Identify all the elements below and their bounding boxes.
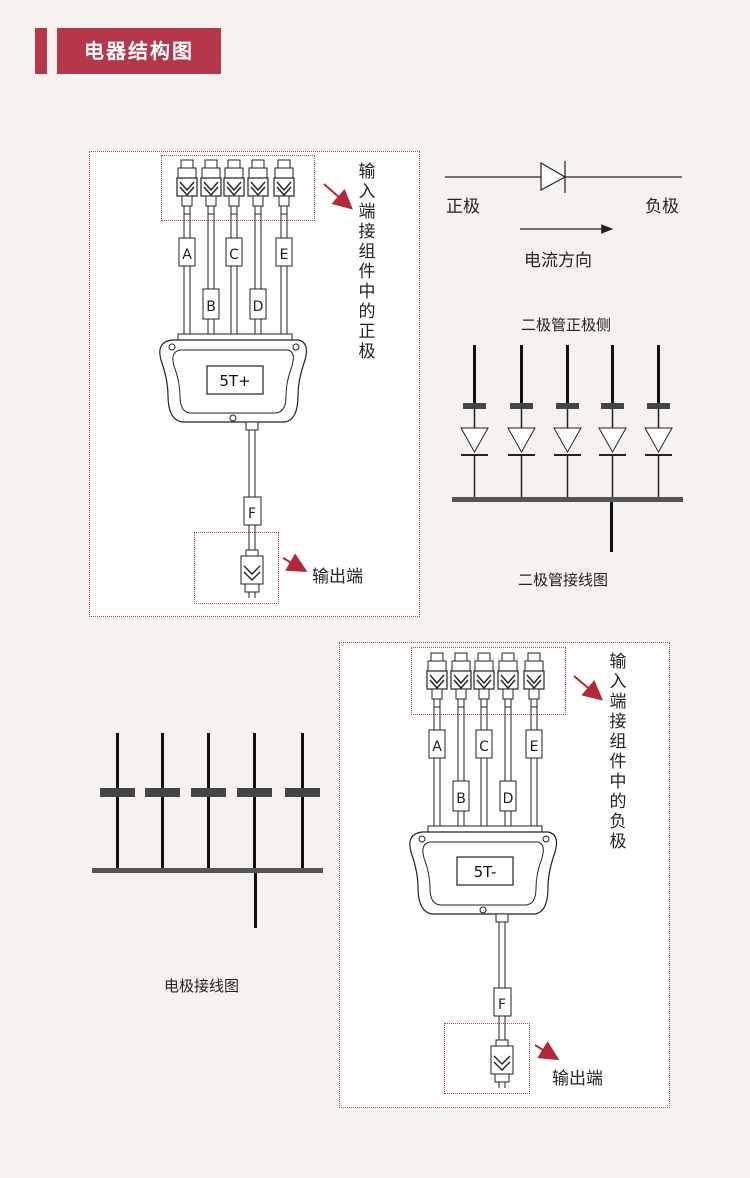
cable-label-d: D: [503, 791, 514, 807]
output-connector-frame: [194, 532, 279, 604]
cable-tag-d: [499, 780, 517, 812]
positive-box-label: 5T+: [219, 372, 250, 390]
negative-output-cable: [495, 913, 509, 1044]
negative-input-label: 输入端接组件中的负极: [609, 652, 627, 852]
positive-input-label: 输入端接组件中的正极: [358, 162, 376, 362]
output-arrow: [282, 553, 308, 572]
input-arrow: [573, 675, 604, 701]
diode-anode-side-label: 二极管正极侧: [521, 316, 612, 334]
current-direction-label: 电流方向: [524, 251, 592, 271]
negative-box-label: 5T-: [474, 863, 497, 881]
cable-label-c: C: [479, 739, 489, 755]
cable-tag-b: [452, 780, 470, 812]
output-connector-frame: [444, 1023, 530, 1094]
cable-tag-a: [428, 729, 446, 759]
cable-tag-e: [525, 729, 543, 759]
cable-label-b: B: [206, 299, 216, 315]
positive-output-cable: [245, 421, 259, 552]
cable-label-b: B: [456, 791, 466, 807]
cable-label-a: A: [182, 247, 192, 263]
cable-label-a: A: [432, 739, 442, 755]
cable-label-d: D: [253, 299, 264, 315]
diode-wiring-label: 二极管接线图: [518, 571, 609, 589]
diode-wiring-diagram: [452, 497, 683, 552]
positive-output-connector: [240, 549, 264, 598]
input-connectors-frame: [161, 155, 315, 221]
cable-tag-b: [202, 288, 220, 320]
cable-tag-c: [225, 237, 243, 267]
anode-label: 正极: [446, 197, 480, 217]
negative-junction-box: [409, 825, 558, 915]
output-arrow: [534, 1041, 560, 1061]
positive-output-label: 输出端: [312, 567, 363, 587]
cable-tag-c: [475, 729, 493, 759]
cable-label-f: F: [248, 506, 256, 522]
electrode-wiring-label: 电极接线图: [164, 977, 240, 995]
cable-label-c: C: [229, 247, 239, 263]
cable-label-e: E: [280, 247, 289, 263]
positive-input-connectors: [176, 159, 295, 215]
electrode-wiring-diagram: [92, 733, 323, 928]
cathode-label: 负极: [645, 197, 679, 217]
page-title: 电器结构图: [84, 39, 194, 63]
header-banner: [57, 28, 221, 74]
diode-branches: [460, 345, 673, 497]
header-accent-bar: [35, 28, 47, 74]
cable-tag-f: [243, 496, 262, 526]
cable-tag-d: [249, 288, 267, 320]
cable-tag-a: [178, 237, 196, 267]
negative-input-connectors: [426, 652, 545, 708]
negative-output-label: 输出端: [552, 1069, 603, 1089]
cable-tag-f: [493, 987, 512, 1017]
input-connectors-frame: [411, 647, 566, 715]
cable-label-e: E: [530, 739, 539, 755]
positive-junction-box: [159, 333, 308, 423]
negative-output-connector: [490, 1039, 514, 1088]
positive-cables: [183, 214, 288, 340]
input-arrow: [323, 183, 353, 210]
diode-symbol: [445, 161, 682, 193]
cable-label-f: F: [498, 997, 506, 1013]
cable-tag-e: [275, 237, 293, 267]
negative-cables: [433, 707, 538, 833]
